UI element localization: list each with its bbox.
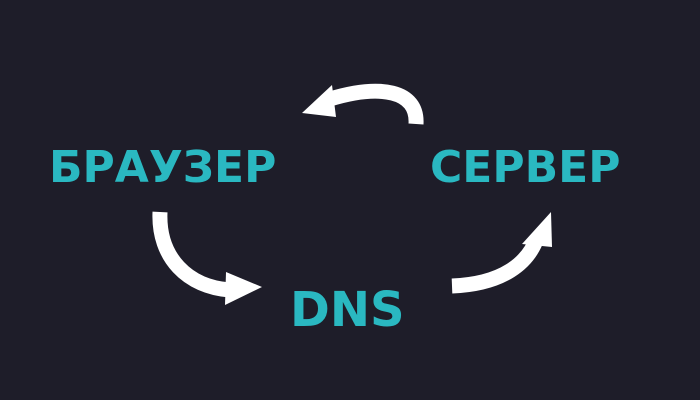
node-browser: БРАУЗЕР (49, 142, 277, 193)
arrow-browser-to-dns (152, 211, 262, 305)
arrow-server-to-browser (302, 83, 424, 125)
node-dns: DNS (290, 282, 405, 338)
node-server: СЕРВЕР (430, 142, 621, 193)
arrow-dns-to-server (451, 212, 552, 294)
